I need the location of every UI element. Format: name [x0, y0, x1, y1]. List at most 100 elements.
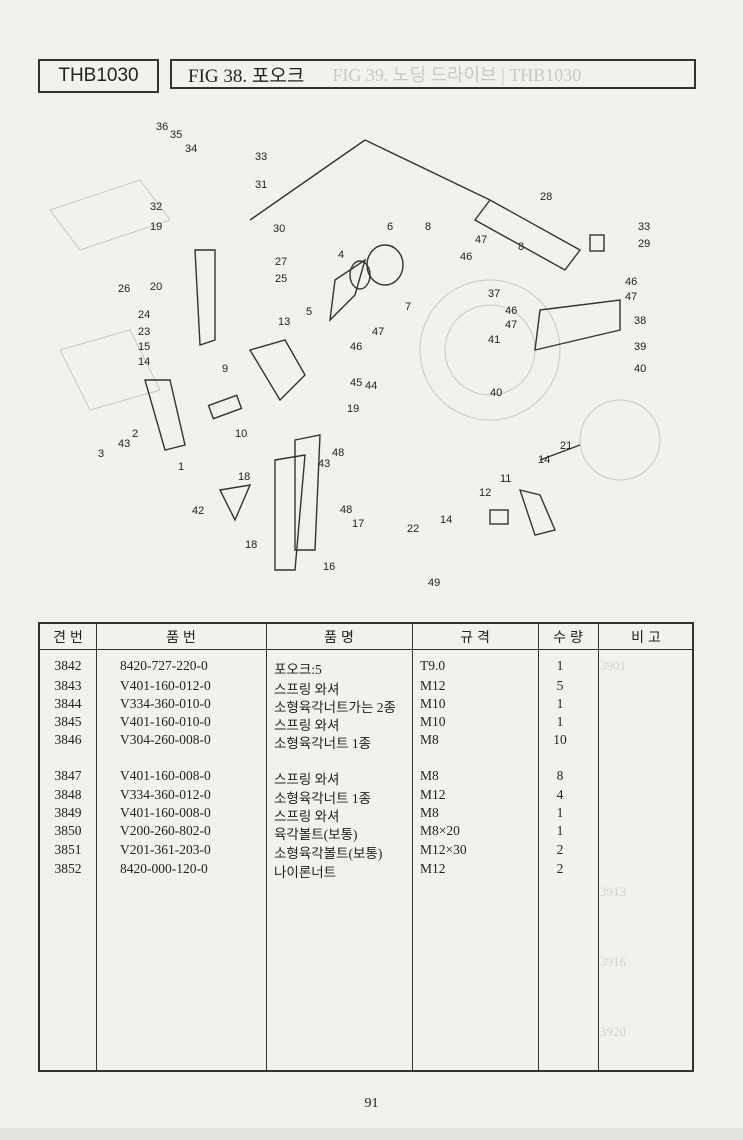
svg-text:28: 28 [540, 191, 552, 203]
svg-text:47: 47 [505, 319, 517, 331]
bracket-9 [248, 339, 306, 402]
svg-text:21: 21 [560, 440, 572, 452]
header-no: 견 번 [40, 624, 96, 650]
svg-text:39: 39 [634, 341, 646, 353]
figure-title: FIG 38. 포오크 [188, 65, 305, 87]
svg-text:29: 29 [638, 238, 650, 250]
svg-text:10: 10 [235, 428, 247, 440]
svg-text:33: 33 [255, 151, 267, 163]
svg-text:27: 27 [275, 256, 287, 268]
bleed-through-text: FIG 39. 노딩 드라이브 | THB1030 [332, 65, 582, 85]
svg-text:20: 20 [150, 281, 162, 293]
svg-text:3: 3 [98, 448, 104, 460]
svg-text:23: 23 [138, 326, 150, 338]
shaft-28 [473, 199, 582, 271]
svg-text:36: 36 [156, 121, 168, 133]
svg-text:40: 40 [634, 363, 646, 375]
svg-text:47: 47 [475, 234, 487, 246]
fork-16 [274, 454, 306, 571]
svg-text:45: 45 [350, 377, 362, 389]
scan-edge [0, 1128, 743, 1140]
svg-text:30: 30 [273, 223, 285, 235]
plate-42 [218, 484, 252, 522]
arm-11 [518, 489, 556, 536]
svg-text:46: 46 [460, 251, 472, 263]
svg-text:47: 47 [372, 326, 384, 338]
svg-text:18: 18 [238, 471, 250, 483]
svg-text:5: 5 [306, 306, 312, 318]
svg-text:25: 25 [275, 273, 287, 285]
svg-text:19: 19 [150, 221, 162, 233]
svg-text:34: 34 [185, 143, 197, 155]
model-code: THB1030 [58, 65, 139, 86]
svg-text:43: 43 [318, 458, 330, 470]
svg-text:42: 42 [192, 505, 204, 517]
sprocket-7 [366, 244, 404, 286]
header-qty: 수 량 [538, 624, 598, 650]
svg-text:14: 14 [440, 514, 452, 526]
header-part-name: 품 명 [266, 624, 412, 650]
svg-text:31: 31 [255, 179, 267, 191]
ghost-gear [419, 279, 561, 421]
svg-text:8: 8 [518, 241, 524, 253]
svg-text:48: 48 [332, 447, 344, 459]
svg-text:12: 12 [479, 487, 491, 499]
lever-1 [144, 379, 186, 451]
svg-text:33: 33 [638, 221, 650, 233]
plate-20 [194, 249, 216, 346]
header-part-number: 품 번 [96, 624, 266, 650]
svg-text:13: 13 [278, 316, 290, 328]
page-number: 91 [364, 1096, 379, 1111]
svg-text:46: 46 [350, 341, 362, 353]
svg-text:2: 2 [132, 428, 138, 440]
svg-text:18: 18 [245, 539, 257, 551]
svg-text:44: 44 [365, 380, 377, 392]
svg-text:26: 26 [118, 283, 130, 295]
svg-text:9: 9 [222, 363, 228, 375]
fork-17 [294, 434, 321, 551]
svg-text:17: 17 [352, 518, 364, 530]
svg-text:35: 35 [170, 129, 182, 141]
header-remarks: 비 고 [598, 624, 694, 650]
figure-title-box: FIG 38. 포오크 FIG 39. 노딩 드라이브 | THB1030 [170, 59, 696, 89]
svg-text:16: 16 [323, 561, 335, 573]
svg-text:7: 7 [405, 301, 411, 313]
svg-text:4: 4 [338, 249, 344, 261]
svg-text:40: 40 [490, 387, 502, 399]
svg-text:43: 43 [118, 438, 130, 450]
svg-text:46: 46 [505, 305, 517, 317]
svg-text:8: 8 [425, 221, 431, 233]
svg-text:14: 14 [538, 454, 550, 466]
svg-text:46: 46 [625, 276, 637, 288]
svg-text:32: 32 [150, 201, 162, 213]
svg-text:22: 22 [407, 523, 419, 535]
parts-table: 견 번 품 번 품 명 규 격 수 량 비 고 3901 3913 3916 3… [38, 622, 694, 1072]
svg-text:14: 14 [138, 356, 150, 368]
svg-text:49: 49 [428, 577, 440, 589]
svg-text:15: 15 [138, 341, 150, 353]
svg-text:24: 24 [138, 309, 150, 321]
model-code-box: THB1030 [38, 59, 159, 93]
svg-text:1: 1 [178, 461, 184, 473]
svg-text:19: 19 [347, 403, 359, 415]
svg-text:6: 6 [387, 221, 393, 233]
svg-text:38: 38 [634, 315, 646, 327]
svg-text:48: 48 [340, 504, 352, 516]
svg-text:11: 11 [500, 473, 511, 485]
svg-text:37: 37 [488, 288, 500, 300]
svg-text:41: 41 [488, 334, 500, 346]
header-spec: 규 격 [412, 624, 538, 650]
arm-4 [329, 258, 367, 322]
